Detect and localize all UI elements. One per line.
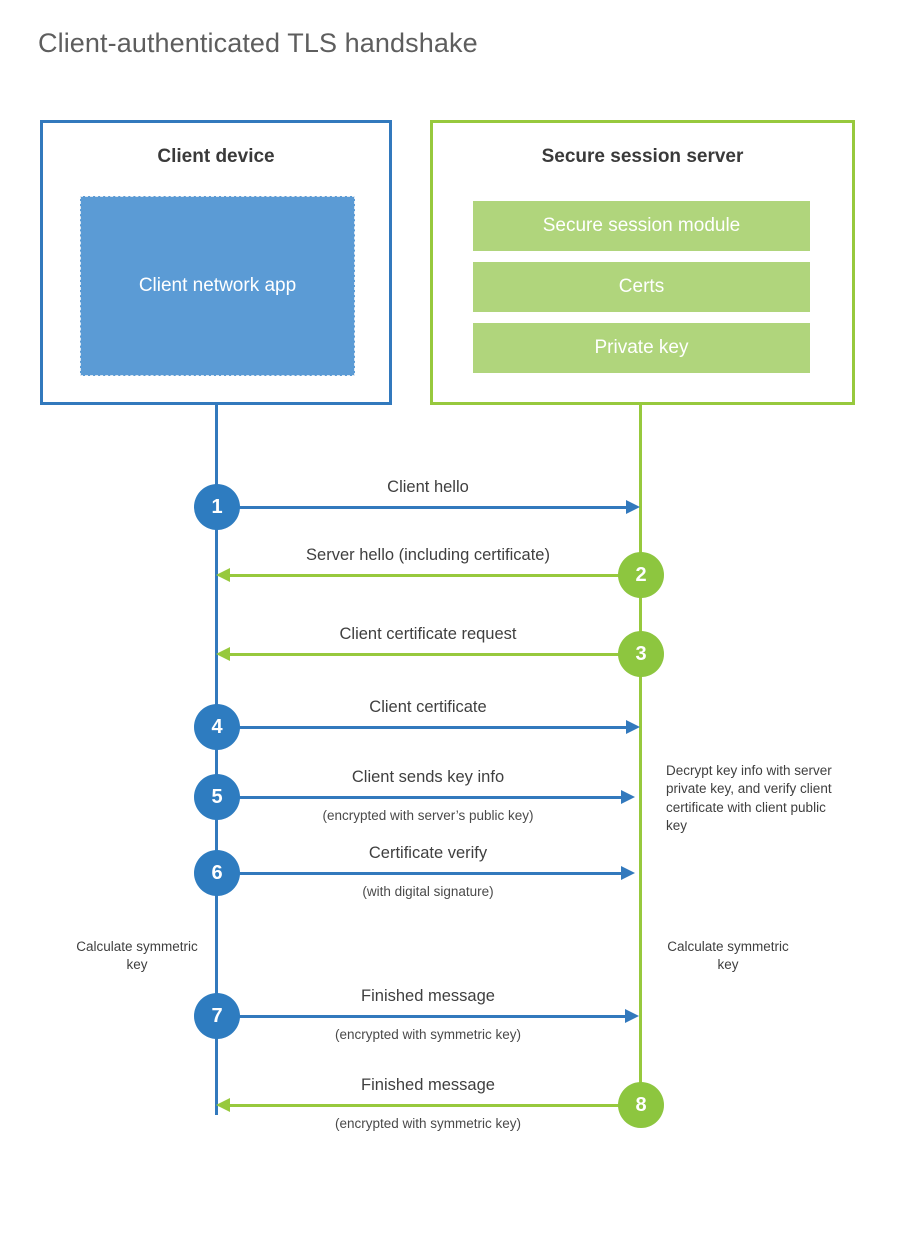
client-lifeline bbox=[215, 403, 218, 1115]
message-3-label: Client certificate request bbox=[339, 625, 517, 643]
arrow-shaft bbox=[230, 574, 640, 577]
step-marker-2: 2 bbox=[618, 552, 664, 598]
arrow-head-left-icon bbox=[216, 647, 230, 661]
annotation-server-decrypt: Decrypt key info with server private key… bbox=[666, 763, 832, 834]
message-7-label: Finished message bbox=[361, 987, 495, 1005]
step-marker-1: 1 bbox=[194, 484, 240, 530]
step-marker-8: 8 bbox=[618, 1082, 664, 1128]
message-4-label: Client certificate bbox=[369, 698, 487, 716]
server-component-private-key: Private key bbox=[473, 323, 810, 373]
message-2-label: Server hello (including certificate) bbox=[306, 546, 550, 564]
message-5-label: Client sends key info bbox=[351, 768, 505, 786]
step-marker-5: 5 bbox=[194, 774, 240, 820]
message-8-label: Finished message bbox=[361, 1076, 495, 1094]
message-8-sublabel: (encrypted with symmetric key) bbox=[334, 1116, 522, 1131]
client-device-title: Client device bbox=[157, 146, 275, 167]
message-1-label: Client hello bbox=[387, 478, 469, 496]
message-7-sublabel: (encrypted with symmetric key) bbox=[334, 1027, 522, 1042]
arrow-head-right-icon bbox=[621, 866, 635, 880]
annotation-client-calculate-symmetric-key: Calculate symmetric key bbox=[76, 939, 198, 973]
message-6-label: Certificate verify bbox=[368, 844, 488, 862]
arrow-head-right-icon bbox=[625, 1009, 639, 1023]
arrow-shaft bbox=[216, 872, 621, 875]
client-device-box: Client device Client network app bbox=[40, 120, 392, 405]
arrow-head-left-icon bbox=[216, 1098, 230, 1112]
message-6-sublabel: (with digital signature) bbox=[362, 884, 494, 899]
step-marker-7: 7 bbox=[194, 993, 240, 1039]
page-title: Client-authenticated TLS handshake bbox=[38, 28, 478, 58]
arrow-head-right-icon bbox=[626, 500, 640, 514]
annotation-server-calculate-symmetric-key: Calculate symmetric key bbox=[667, 939, 789, 973]
arrow-head-left-icon bbox=[216, 568, 230, 582]
server-component-secure-session-module: Secure session module bbox=[473, 201, 810, 251]
server-component-list: Secure session module Certs Private key bbox=[473, 201, 810, 384]
arrow-shaft bbox=[230, 653, 640, 656]
arrow-shaft bbox=[230, 1104, 640, 1107]
step-marker-3: 3 bbox=[618, 631, 664, 677]
step-marker-6: 6 bbox=[194, 850, 240, 896]
step-marker-4: 4 bbox=[194, 704, 240, 750]
client-network-app-box: Client network app bbox=[80, 196, 355, 376]
server-lifeline bbox=[639, 403, 642, 1105]
arrow-head-right-icon bbox=[626, 720, 640, 734]
secure-session-server-title: Secure session server bbox=[541, 146, 744, 167]
server-component-certs: Certs bbox=[473, 262, 810, 312]
arrow-shaft bbox=[216, 726, 626, 729]
arrow-head-right-icon bbox=[621, 790, 635, 804]
arrow-shaft bbox=[216, 506, 626, 509]
secure-session-server-box: Secure session server Secure session mod… bbox=[430, 120, 855, 405]
message-5-sublabel: (encrypted with server’s public key) bbox=[322, 808, 534, 823]
arrow-shaft bbox=[216, 796, 621, 799]
arrow-shaft bbox=[216, 1015, 625, 1018]
